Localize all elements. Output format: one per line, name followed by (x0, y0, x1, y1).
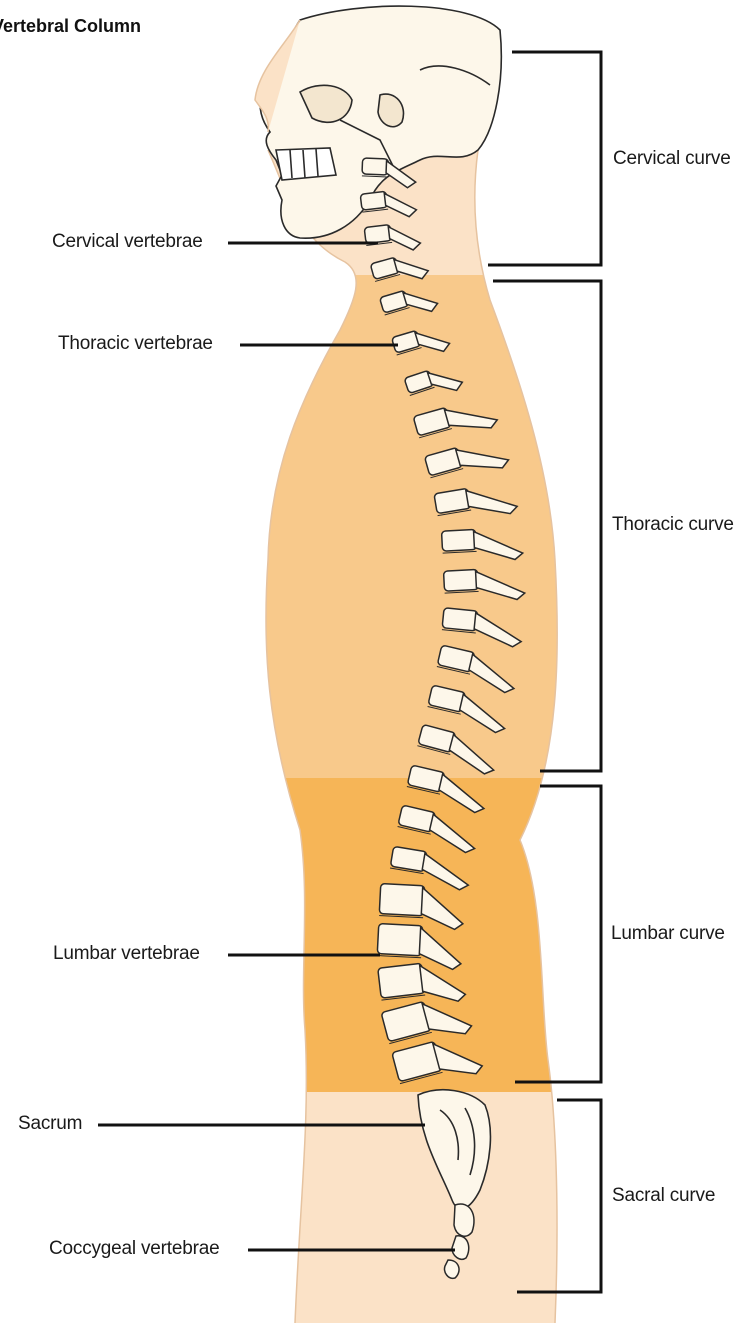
coccygeal-vertebrae-label: Coccygeal vertebrae (49, 1238, 219, 1260)
sacrum-label: Sacrum (18, 1113, 82, 1135)
cervical-curve-label: Cervical curve (613, 148, 731, 170)
cervical-vertebrae-label: Cervical vertebrae (52, 231, 203, 253)
thoracic-curve-label: Thoracic curve (612, 514, 734, 536)
cervical-curve-bracket (488, 52, 601, 265)
lumbar-curve-label: Lumbar curve (611, 923, 725, 945)
lumbar-vertebrae-label: Lumbar vertebrae (53, 943, 200, 965)
sacral-curve-label: Sacral curve (612, 1185, 715, 1207)
diagram-title: Vertebral Column (0, 16, 141, 37)
thoracic-vertebrae-label: Thoracic vertebrae (58, 333, 213, 355)
